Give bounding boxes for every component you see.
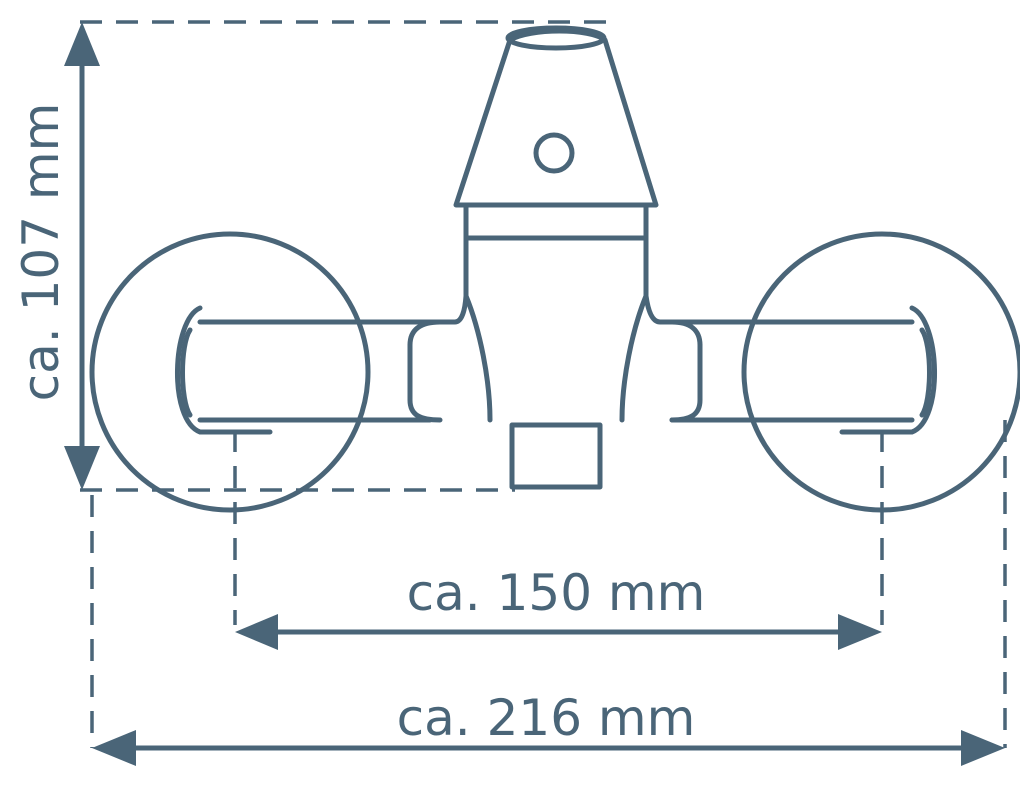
outer-width-label: ca. 216 mm <box>397 689 696 747</box>
outer-width-arrow-right <box>961 730 1005 766</box>
central-valve-body <box>463 202 649 423</box>
height-dimension: ca. 107 mm <box>12 22 100 490</box>
lever-handle <box>453 25 659 208</box>
left-wall-rosette <box>89 231 371 513</box>
faucet-body-bar <box>197 293 915 423</box>
height-arrow-top <box>64 22 100 66</box>
inner-width-arrow-left <box>235 614 278 650</box>
inner-width-arrow-right <box>838 614 882 650</box>
inner-width-label: ca. 150 mm <box>407 564 706 622</box>
right-wall-rosette <box>741 231 1020 513</box>
outer-width-arrow-left <box>92 730 136 766</box>
height-arrow-bottom <box>64 446 100 490</box>
bounding-dashed-lines <box>80 20 1007 748</box>
outer-width-dimension: ca. 216 mm <box>92 689 1005 766</box>
outlet-spout <box>509 422 603 490</box>
height-label: ca. 107 mm <box>12 103 70 402</box>
inner-width-dimension: ca. 150 mm <box>235 564 882 650</box>
